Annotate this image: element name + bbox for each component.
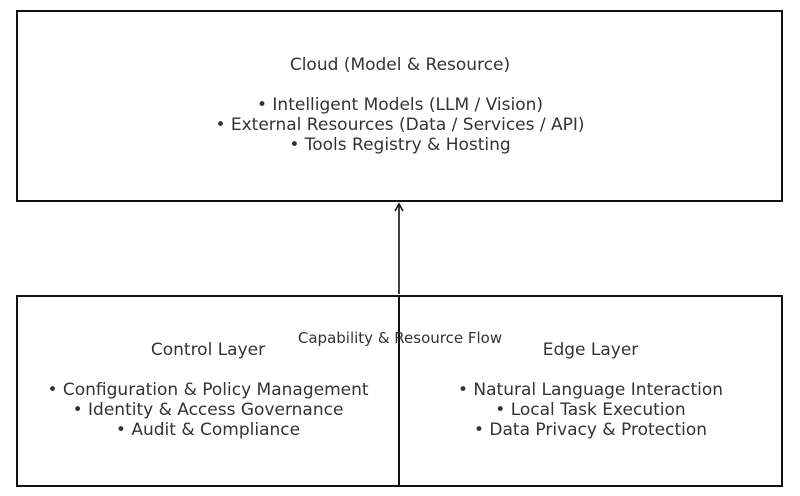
cloud-item: Intelligent Models (LLM / Vision) [0, 95, 800, 115]
control-layer-title: Control Layer [150, 340, 266, 360]
flow-arrow-icon [394, 202, 404, 294]
control-item: Identity & Access Governance [16, 400, 400, 420]
edge-item: Natural Language Interaction [398, 380, 783, 400]
cloud-item: Tools Registry & Hosting [0, 135, 800, 155]
edge-item: Data Privacy & Protection [398, 420, 783, 440]
cloud-item: External Resources (Data / Services / AP… [0, 115, 800, 135]
edge-item: Local Task Execution [398, 400, 783, 420]
edge-layer-list: Natural Language Interaction Local Task … [398, 380, 783, 440]
flow-label: Capability & Resource Flow [297, 329, 503, 347]
edge-layer-title: Edge Layer [542, 340, 639, 360]
cloud-title: Cloud (Model & Resource) [289, 55, 511, 75]
cloud-list: Intelligent Models (LLM / Vision) Extern… [0, 95, 800, 155]
control-layer-list: Configuration & Policy Management Identi… [16, 380, 400, 440]
control-item: Configuration & Policy Management [16, 380, 400, 400]
control-item: Audit & Compliance [16, 420, 400, 440]
